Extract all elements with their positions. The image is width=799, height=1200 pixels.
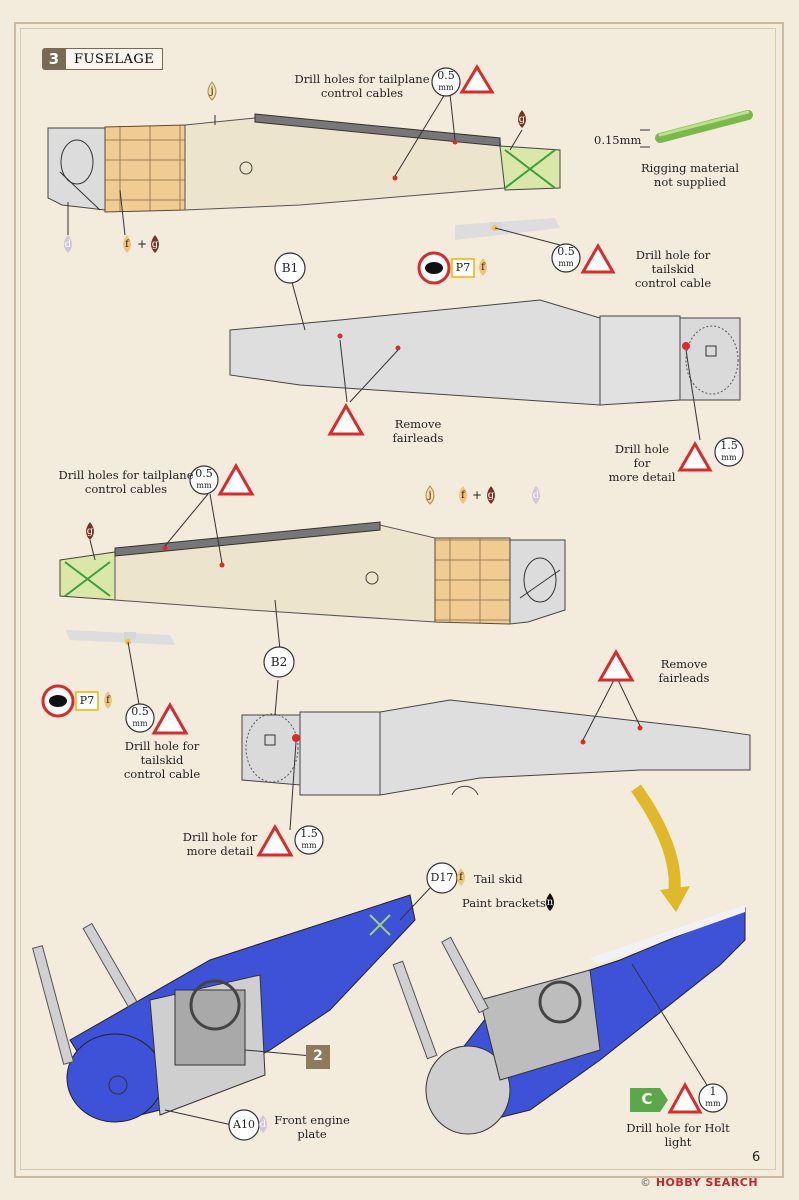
rigging-wire	[640, 110, 753, 148]
part-ref-b2: B2	[270, 655, 288, 669]
paint-code-n: n	[546, 897, 554, 908]
step-ref-c: C	[641, 1090, 653, 1108]
tailskid-detail-top	[455, 218, 560, 240]
paint-code-j: j	[210, 86, 214, 97]
paint-code-f: f	[461, 490, 465, 501]
label-paint-brackets: Paint brackets	[462, 896, 546, 910]
label-drill-holes-tailplane-mid: Drill holes for tailplane control cables	[58, 468, 194, 496]
label-rigging: Rigging material not supplied	[640, 161, 740, 189]
fuselage-right-inner	[59, 521, 566, 625]
assembled-fuselage-right	[392, 905, 746, 1135]
fuselage-left-outer	[229, 299, 741, 406]
reference-boxes	[75, 258, 668, 1112]
page-border	[14, 22, 784, 1178]
page-inner-border	[20, 28, 776, 1170]
step-title: FUSELAGE	[66, 48, 164, 70]
label-front-engine-plate: Front engine plate	[274, 1113, 350, 1141]
paint-code-f: f	[459, 872, 463, 883]
part-callouts	[228, 252, 458, 1141]
part-ref-d17: D17	[430, 871, 454, 884]
prohibition-symbols	[41, 251, 451, 718]
drill-warning-symbols	[151, 64, 713, 1114]
paint-code-f: f	[481, 262, 485, 273]
plus-sign: +	[471, 488, 483, 502]
part-ref-p7: P7	[79, 694, 95, 707]
page-number: 6	[752, 1150, 761, 1165]
direction-arrow	[631, 784, 690, 912]
paint-drops	[64, 81, 554, 1133]
label-remove-fairleads-bottom: Remove fairleads	[658, 657, 710, 685]
drill-size-circles	[125, 67, 744, 1113]
part-ref-p7: P7	[455, 261, 471, 274]
paint-code-d: d	[532, 490, 540, 501]
label-tail-skid: Tail skid	[474, 872, 523, 886]
label-drill-tailskid-bottom: Drill hole for tailskid control cable	[123, 739, 201, 781]
paint-code-j: j	[428, 490, 432, 501]
fuselage-right-outer	[241, 699, 751, 796]
paint-code-d: d	[64, 239, 72, 250]
label-drill-holt-light: Drill hole for Holt light	[626, 1121, 730, 1149]
step-header: 3 FUSELAGE	[42, 48, 164, 70]
part-ref-b1: B1	[281, 261, 299, 275]
step-ref-2: 2	[313, 1048, 323, 1064]
plus-sign: +	[136, 237, 148, 251]
label-rigging-size: 0.15mm	[594, 133, 642, 147]
assembled-fuselage-left	[32, 894, 416, 1123]
watermark: © HOBBY SEARCH	[640, 1176, 759, 1189]
paint-code-g: g	[518, 114, 526, 125]
paint-code-d: d	[259, 1119, 267, 1130]
paint-code-g: g	[86, 526, 94, 537]
fuselage-left-inner	[47, 113, 561, 213]
paint-code-g: g	[151, 239, 159, 250]
paint-code-f: f	[106, 695, 110, 706]
label-drill-detail-bottom: Drill hole for more detail	[182, 830, 258, 858]
step-number: 3	[42, 48, 66, 70]
label-drill-tailskid-top: Drill hole for tailskid control cable	[634, 248, 712, 290]
label-drill-holes-tailplane-top: Drill holes for tailplane control cables	[294, 72, 430, 100]
part-ref-a10: A10	[233, 1118, 255, 1131]
paint-code-g: g	[487, 490, 495, 501]
tailskid-detail-bottom	[65, 630, 175, 645]
paint-code-f: f	[125, 239, 129, 250]
label-drill-detail-top: Drill hole for more detail	[608, 442, 676, 484]
label-remove-fairleads-top: Remove fairleads	[392, 417, 444, 445]
